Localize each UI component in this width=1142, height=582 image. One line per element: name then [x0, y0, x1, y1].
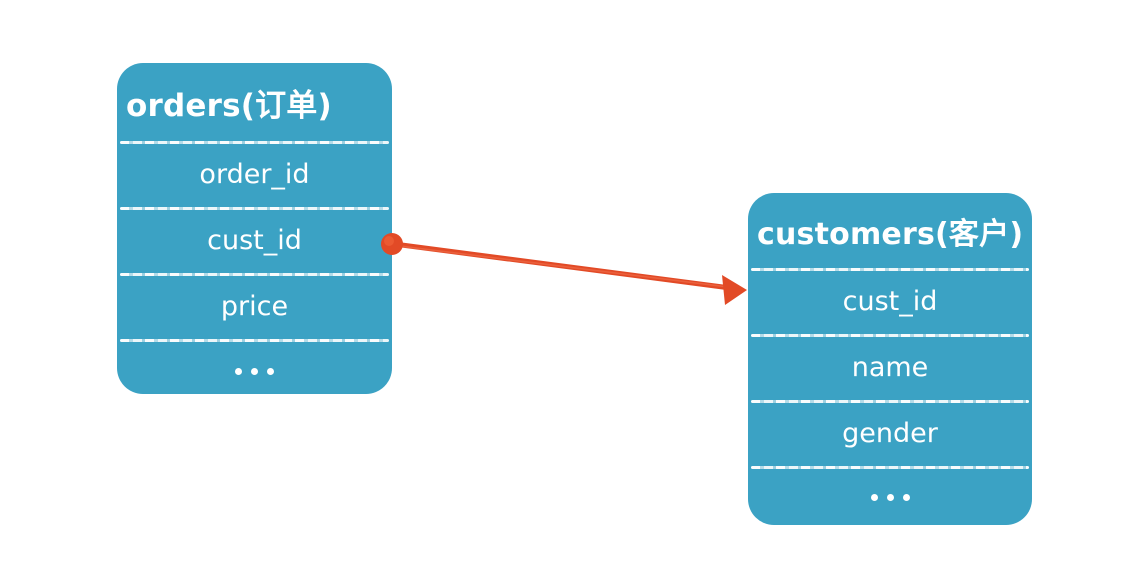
entity-orders-field-order-id[interactable]: order_id	[117, 141, 392, 207]
entity-customers-field-more[interactable]	[748, 466, 1032, 525]
entity-customers-field-cust-id[interactable]: cust_id	[748, 268, 1032, 334]
entity-customers-field-name[interactable]: name	[748, 334, 1032, 400]
entity-orders-field-more[interactable]	[117, 339, 392, 394]
entity-orders-field-cust-id[interactable]: cust_id	[117, 207, 392, 273]
entity-orders-field-price[interactable]: price	[117, 273, 392, 339]
ellipsis-icon	[235, 367, 274, 375]
ellipsis-icon	[870, 494, 910, 501]
entity-orders-fields: order_id cust_id price	[117, 141, 392, 394]
relationship-line-group	[381, 233, 747, 305]
entity-customers[interactable]: customers(客户) cust_id name gender	[748, 193, 1032, 525]
entity-customers-title: customers(客户)	[757, 216, 1024, 252]
entity-customers-fields: cust_id name gender	[748, 268, 1032, 525]
entity-orders-title: orders(订单)	[126, 87, 332, 124]
entity-customers-field-gender[interactable]: gender	[748, 400, 1032, 466]
entity-orders[interactable]: orders(订单) order_id cust_id price	[117, 63, 392, 394]
relationship-line-highlight	[395, 244, 737, 289]
relationship-arrowhead-icon	[722, 275, 747, 305]
relationship-line	[391, 241, 741, 292]
